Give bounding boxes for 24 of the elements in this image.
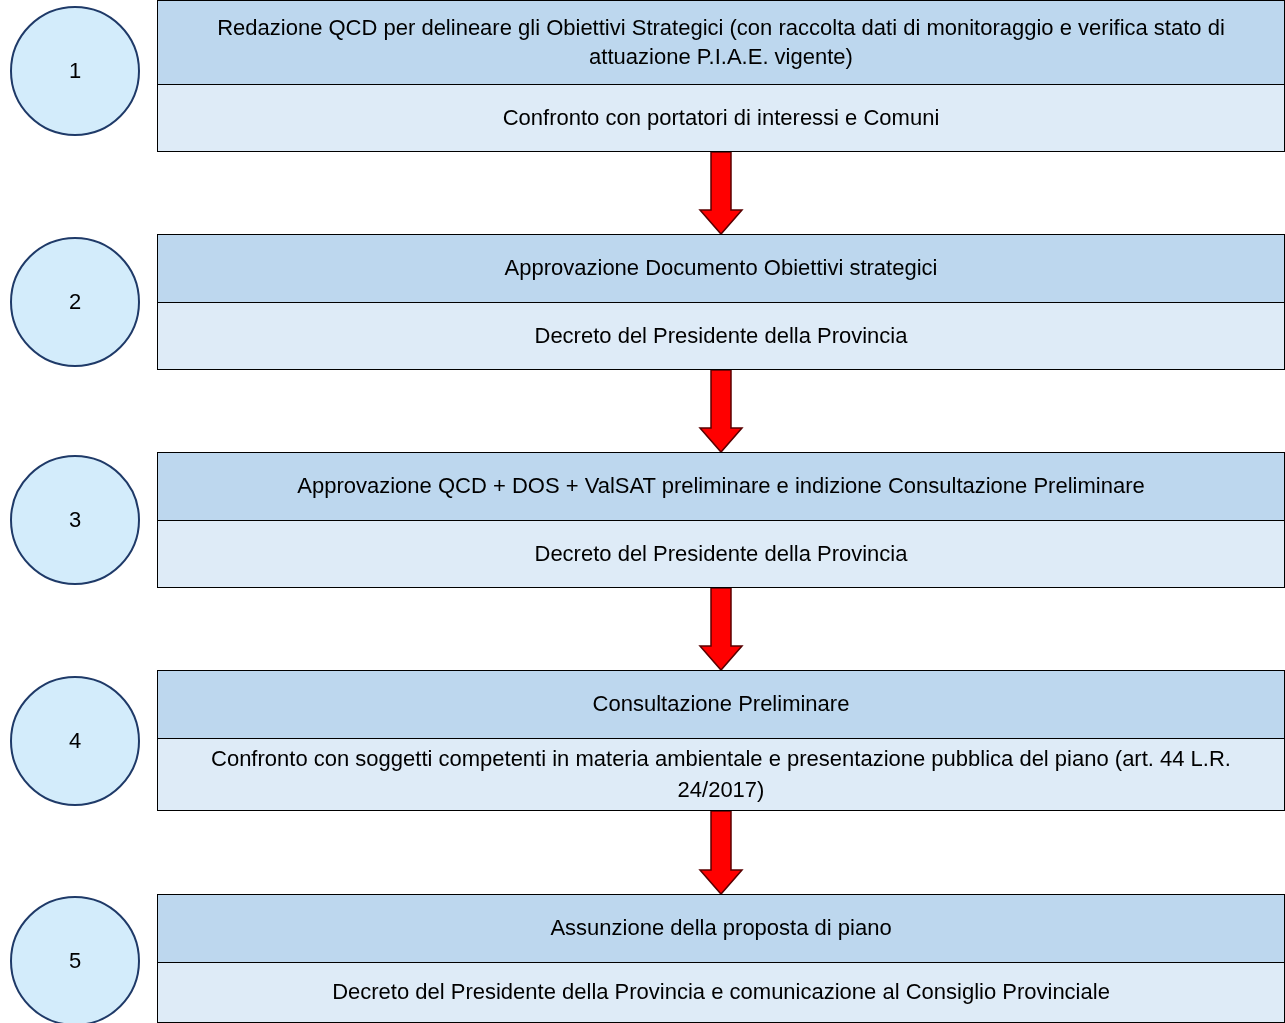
step-header: Redazione QCD per delineare gli Obiettivi Strategici (con raccolta dati di monitoraggio e verifica stato di attuazione P.I.A.E. vigente): [158, 1, 1284, 85]
step-number: 1: [68, 58, 82, 84]
step-number: 4: [68, 728, 82, 754]
step-header: Assunzione della proposta di piano: [158, 895, 1284, 963]
step-description: Decreto del Presidente della Provincia: [533, 321, 909, 350]
step-number: 2: [68, 289, 82, 315]
step-number: 3: [68, 507, 82, 533]
step-box: [157, 452, 1285, 588]
step-box: [157, 670, 1285, 811]
step-description: Decreto del Presidente della Provincia e comunicazione al Consiglio Provinciale: [331, 978, 1111, 1007]
step-box: [157, 0, 1285, 152]
step-header: Approvazione Documento Obiettivi strategici: [158, 235, 1284, 303]
step-box: [157, 234, 1285, 370]
step-number: 5: [68, 948, 82, 974]
step-description: Decreto del Presidente della Provincia: [533, 539, 909, 568]
step-header: Consultazione Preliminare: [158, 671, 1284, 739]
arrow: [698, 587, 744, 672]
step-header: Approvazione QCD + DOS + ValSAT preliminare e indizione Consultazione Preliminare: [158, 453, 1284, 521]
arrow: [698, 151, 744, 236]
step-description: Confronto con soggetti competenti in materia ambientale e presentazione pubblica del piano (art. 44 L.R. 24/2017): [210, 744, 1232, 804]
step-box: [157, 894, 1285, 1023]
arrow: [698, 369, 744, 454]
step-description: Confronto con portatori di interessi e Comuni: [501, 103, 941, 132]
arrow: [698, 810, 744, 896]
